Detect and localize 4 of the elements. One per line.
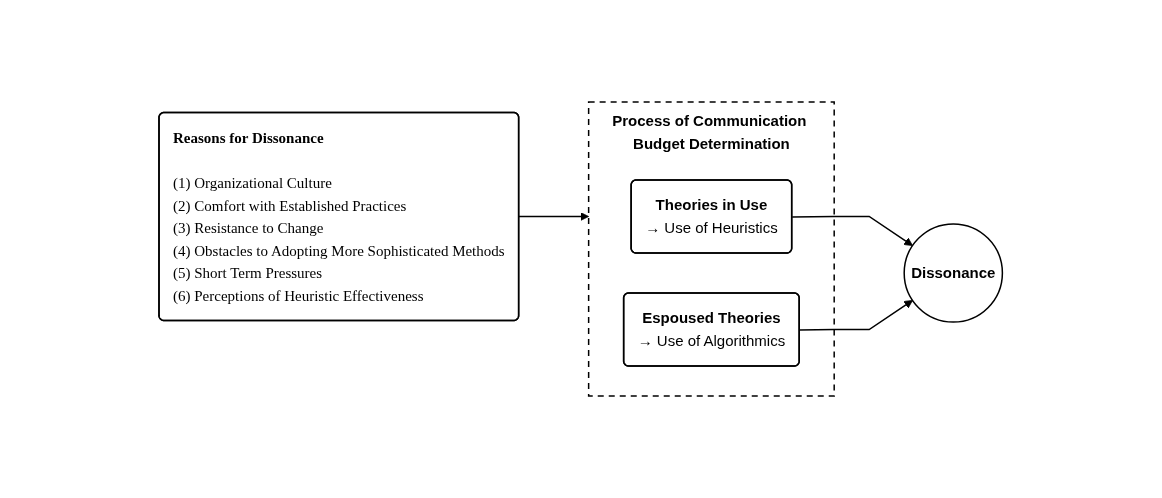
arrow bbox=[791, 215, 914, 246]
arrow bbox=[799, 300, 914, 331]
arrow bbox=[518, 212, 590, 221]
node-circle: Dissonance bbox=[903, 223, 1004, 323]
